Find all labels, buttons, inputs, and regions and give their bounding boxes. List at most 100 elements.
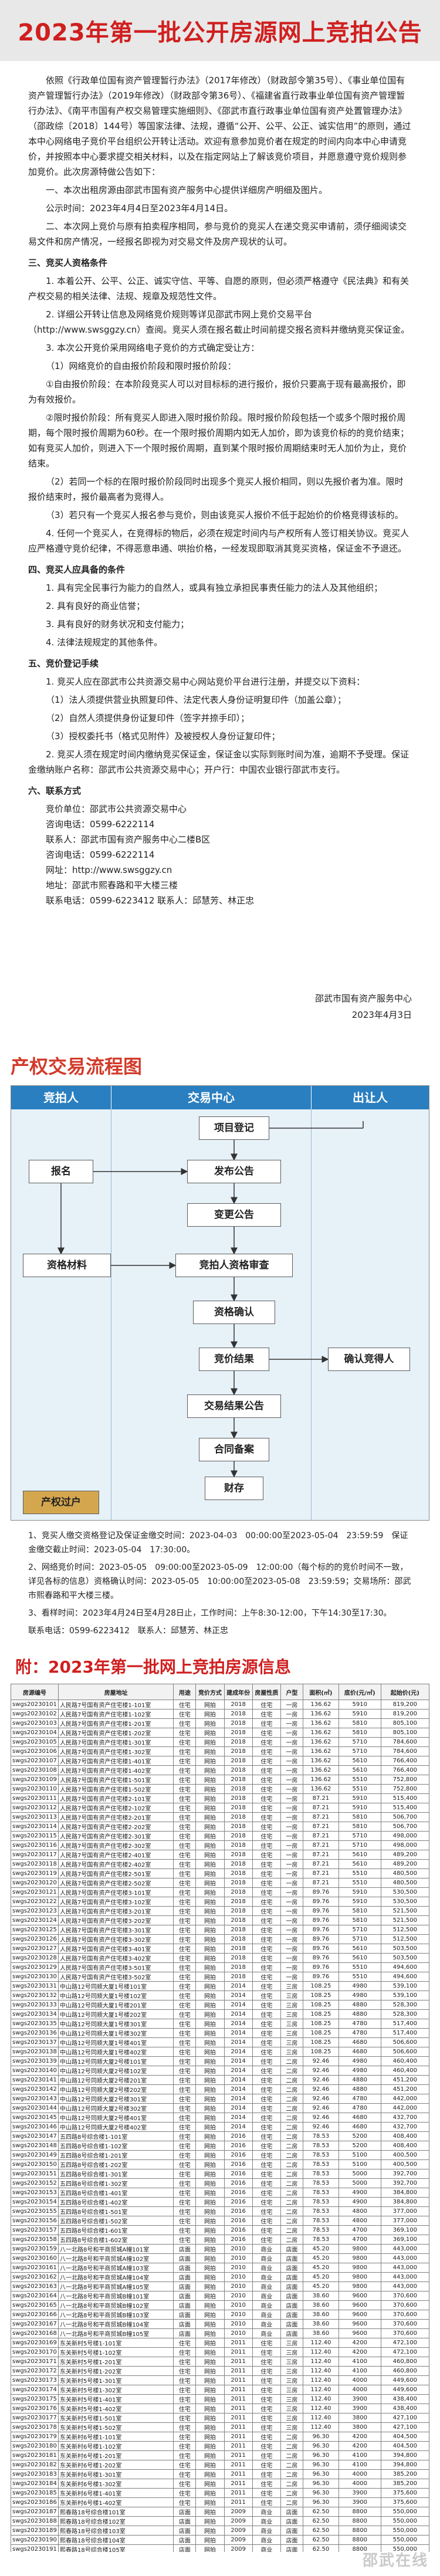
table-cell: 住宅 (173, 2188, 197, 2198)
table-cell: 住宅 (252, 2235, 281, 2245)
flow-col-bidder: 竞拍人 (11, 1086, 111, 1109)
table-cell: 网拍 (195, 1718, 225, 1728)
table-cell: 网拍 (195, 1934, 225, 1944)
table-cell: 人民路7号国有资产住宅楼1-501室 (57, 1775, 174, 1785)
table-cell: 62.50 (302, 2544, 339, 2552)
table-cell: 住宅 (252, 2225, 281, 2235)
table-cell: swgs20230178 (11, 2422, 59, 2432)
table-cell: 38.60 (302, 2300, 339, 2310)
table-header-cell: 底价(元/㎡) (338, 1684, 381, 1700)
table-cell: 住宅 (173, 2009, 197, 2019)
table-cell: swgs20230160 (11, 2253, 59, 2263)
table-cell: 住宅 (252, 2422, 281, 2432)
table-cell: 5610 (338, 1765, 381, 1775)
table-cell: 网拍 (195, 2272, 225, 2282)
table-cell: 4880 (338, 2075, 381, 2085)
table-cell: 5610 (338, 1944, 381, 1954)
table-cell: 网拍 (195, 1944, 225, 1954)
table-cell: 766,400 (380, 1765, 429, 1775)
table-cell: 人民路7号国有资产住宅楼3-502室 (57, 1972, 174, 1982)
table-cell: 住宅 (252, 1700, 281, 1710)
table-cell: 4880 (338, 2009, 381, 2019)
table-cell: 住宅 (173, 2225, 197, 2235)
table-cell: 网拍 (195, 2000, 225, 2010)
table-cell: 住宅 (252, 1737, 281, 1747)
table-cell: 东关新村5号楼1-202室 (57, 2366, 174, 2376)
table-cell: 东关新村5号楼1-501室 (57, 2413, 174, 2423)
table-cell: 5810 (338, 1728, 381, 1738)
table-cell: 网拍 (195, 1812, 225, 1822)
table-cell: 108.25 (302, 2037, 339, 2047)
table-cell: 87.21 (302, 1878, 339, 1888)
table-cell: 东关新村5号楼1-102室 (57, 2347, 174, 2357)
table-cell: 2016 (224, 2216, 253, 2226)
table-cell: 375,600 (380, 2497, 429, 2507)
table-cell: 住宅 (252, 2357, 281, 2367)
table-cell: swgs20230138 (11, 2047, 59, 2057)
table-cell: 8800 (338, 2535, 381, 2545)
table-cell: 商业 (252, 2516, 281, 2526)
flow-section: 产权交易流程图 竞拍人 交易中心 出让人 (11, 1050, 429, 1521)
table-cell: 住宅 (173, 2404, 197, 2413)
table-cell: 住宅 (173, 2056, 197, 2066)
table-cell: 人民路7号国有资产住宅楼2-201室 (57, 1812, 174, 1822)
table-cell: 112.40 (302, 2404, 339, 2413)
table-cell: swgs20230185 (11, 2488, 59, 2498)
table-cell: 一房 (280, 1700, 303, 1710)
table-cell: 9800 (338, 2244, 381, 2254)
table-cell: 494,600 (380, 1962, 429, 1972)
table-cell: 住宅 (252, 2375, 281, 2385)
table-cell: 中山路12号同顺大厦1号楼202室 (57, 2009, 174, 2019)
table-cell: 商业 (252, 2310, 281, 2320)
contact-website[interactable]: 网址：http://www.swsggzy.cn (46, 865, 172, 875)
table-cell: 五四路8号综合楼1-502室 (57, 2216, 174, 2226)
table-cell: swgs20230139 (11, 2056, 59, 2066)
table-cell: 住宅 (252, 1906, 281, 1916)
table-cell: 2018 (224, 1803, 253, 1813)
table-header-cell: 起始价(元) (380, 1684, 429, 1700)
contact-phone-2: 咨询电话：0599-6222114 (46, 849, 155, 860)
table-cell: 住宅 (173, 1746, 197, 1756)
table-cell: 136.62 (302, 1718, 339, 1728)
section-1: 一、本次出租房源由邵武市国有资产服务中心提供详细房产明细及图片。 (46, 185, 328, 195)
table-cell: 店面 (173, 2310, 197, 2320)
table-cell: 2018 (224, 1700, 253, 1710)
table-cell: 店面 (280, 2328, 303, 2338)
table-cell: 人民路7号国有资产住宅楼2-301室 (57, 1831, 174, 1841)
table-header-cell: 建成年份 (224, 1684, 253, 1700)
rule-3e: （3）若只有一个竞买人报名参与竞价，则由该竞买人报价不低于起始价的价格竞得该标的… (46, 510, 404, 520)
table-cell: 住宅 (252, 2441, 281, 2451)
table-cell: 530,500 (380, 1897, 429, 1907)
table-cell: swgs20230110 (11, 1784, 59, 1794)
table-cell: 550,000 (380, 2516, 429, 2526)
table-cell: 人民路7号国有资产住宅楼2-101室 (57, 1793, 174, 1803)
table-cell: 住宅 (173, 1897, 197, 1907)
table-cell: 住宅 (173, 1878, 197, 1888)
table-cell: 4900 (338, 2188, 381, 2198)
table-cell: 5810 (338, 1812, 381, 1822)
table-cell: 89.76 (302, 1915, 339, 1925)
table-cell: 392,700 (380, 2178, 429, 2188)
table-cell: 370,600 (380, 2310, 429, 2320)
table-cell: 136.62 (302, 1765, 339, 1775)
table-cell: 住宅 (252, 2460, 281, 2470)
table-cell: 432,700 (380, 2122, 429, 2132)
table-cell: 网拍 (195, 2131, 225, 2141)
table-cell: 网拍 (195, 2178, 225, 2188)
table-cell: 住宅 (173, 2131, 197, 2141)
table-cell: 38.60 (302, 2310, 339, 2320)
table-cell: 5910 (338, 1897, 381, 1907)
table-cell: 78.53 (302, 2169, 339, 2179)
table-cell: 432,700 (380, 2113, 429, 2123)
